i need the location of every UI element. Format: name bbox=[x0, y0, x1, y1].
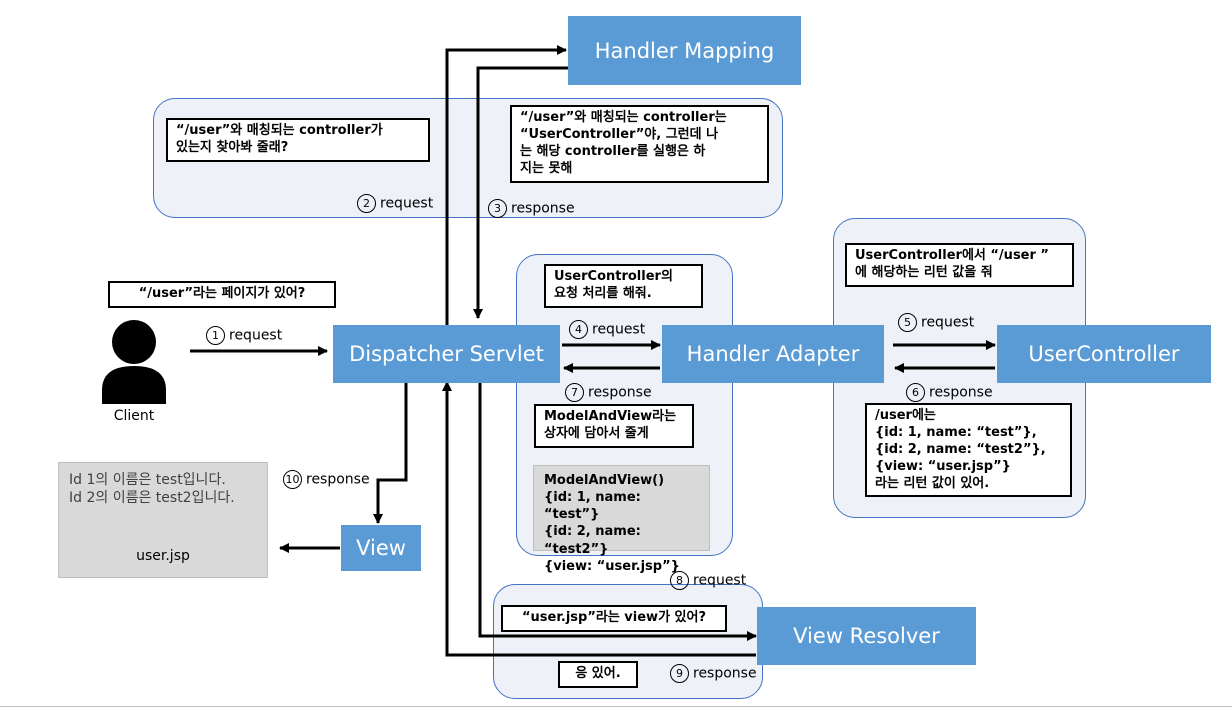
resolver-answer-text: 응 있어. bbox=[575, 666, 621, 681]
step-text: request bbox=[693, 572, 747, 589]
client-label: Client bbox=[113, 408, 155, 424]
step-number: 7 bbox=[565, 383, 584, 402]
mv-line: {id: 2, name: “test2”} bbox=[544, 524, 641, 557]
modelandview-note: ModelAndView라는 상자에 담아서 줄게 bbox=[534, 404, 694, 448]
note-line: 요청 처리를 해줘. bbox=[554, 285, 652, 301]
step-number: 4 bbox=[569, 320, 588, 339]
note-line: 는 해당 controller를 실행은 하 bbox=[520, 143, 706, 159]
note-line: UserController의 bbox=[554, 269, 673, 284]
step-text: request bbox=[380, 195, 434, 212]
view-box: View bbox=[341, 525, 421, 571]
arrow-2-request bbox=[445, 45, 567, 326]
client-question-note: “/user”라는 페이지가 있어? bbox=[108, 281, 336, 308]
note-line: “/user”와 매칭되는 controller는 bbox=[520, 110, 727, 125]
dispatcher-servlet-box: Dispatcher Servlet bbox=[333, 325, 560, 383]
mapping-response-note: “/user”와 매칭되는 controller는 “UserControlle… bbox=[510, 105, 769, 183]
step-text: response bbox=[588, 384, 652, 401]
note-line: {id: 2, name: “test2”}, bbox=[875, 441, 1046, 457]
step-number: 9 bbox=[670, 664, 689, 683]
note-line: 지는 못해 bbox=[520, 160, 573, 176]
resolver-question-note: “user.jsp”라는 view가 있어? bbox=[501, 605, 727, 632]
step-number: 6 bbox=[906, 383, 925, 402]
arrow-8-request bbox=[478, 382, 757, 641]
modelandview-content-box: ModelAndView() {id: 1, name: “test”} {id… bbox=[533, 465, 710, 574]
note-line: {view: “user.jsp”} bbox=[875, 458, 1011, 474]
output-line: Id 2의 이름은 test2입니다. bbox=[69, 490, 235, 507]
step-number: 2 bbox=[357, 194, 376, 213]
mv-line: ModelAndView() bbox=[544, 473, 665, 488]
step-text: request bbox=[229, 327, 283, 344]
step-number: 5 bbox=[898, 313, 917, 332]
step-number: 1 bbox=[206, 326, 225, 345]
resolver-question-text: “user.jsp”라는 view가 있어? bbox=[521, 610, 707, 625]
mv-line: {id: 1, name: “test”} bbox=[544, 490, 641, 523]
note-line: 있는지 찾아봐 줄래? bbox=[176, 139, 289, 155]
step-text: response bbox=[306, 471, 370, 488]
step-text: response bbox=[693, 665, 757, 682]
step-number: 8 bbox=[670, 571, 689, 590]
note-line: {id: 1, name: “test”}, bbox=[875, 424, 1037, 440]
note-line: 라는 리턴 값이 있어. bbox=[875, 475, 990, 491]
note-line: “/user”와 매칭되는 controller가 bbox=[176, 123, 383, 138]
step-text: response bbox=[511, 200, 575, 217]
step-text: request bbox=[921, 314, 975, 331]
jsp-output-box: Id 1의 이름은 test입니다. Id 2의 이름은 test2입니다. u… bbox=[58, 462, 268, 578]
mv-line: {view: “user.jsp”} bbox=[544, 558, 680, 574]
mapping-request-note: “/user”와 매칭되는 controller가 있는지 찾아봐 줄래? bbox=[166, 118, 430, 162]
note-line: 상자에 담아서 줄게 bbox=[544, 425, 649, 441]
step-number: 10 bbox=[283, 470, 302, 489]
arrow-10-response bbox=[373, 382, 408, 524]
step-number: 3 bbox=[488, 199, 507, 218]
handler-mapping-box: Handler Mapping bbox=[568, 16, 801, 85]
note-line: 에 해당하는 리턴 값을 줘 bbox=[855, 264, 993, 280]
arrow-3-response bbox=[473, 66, 568, 319]
output-filename: user.jsp bbox=[136, 548, 190, 564]
step-text: response bbox=[929, 384, 993, 401]
controller-response-note: /user에는 {id: 1, name: “test”}, {id: 2, n… bbox=[865, 403, 1072, 498]
note-line: “UserController”야, 그런데 나 bbox=[520, 126, 719, 142]
resolver-answer-note: 응 있어. bbox=[558, 661, 638, 688]
arrow-9-response bbox=[442, 381, 756, 657]
output-line: Id 1의 이름은 test입니다. bbox=[69, 472, 226, 488]
note-line: UserController에서 “/user ” bbox=[855, 248, 1049, 263]
step-text: request bbox=[592, 321, 646, 338]
view-resolver-box: View Resolver bbox=[757, 607, 976, 665]
adapter-request-note: UserController의 요청 처리를 해줘. bbox=[544, 264, 703, 308]
handler-adapter-box: Handler Adapter bbox=[662, 325, 884, 383]
client-question-text: “/user”라는 페이지가 있어? bbox=[138, 286, 306, 301]
client-person-icon bbox=[102, 320, 166, 404]
note-line: /user에는 bbox=[875, 408, 936, 423]
bottom-divider bbox=[0, 706, 1232, 707]
note-line: ModelAndView라는 bbox=[544, 409, 677, 424]
controller-request-note: UserController에서 “/user ” 에 해당하는 리턴 값을 줘 bbox=[845, 243, 1074, 287]
user-controller-box: UserController bbox=[997, 325, 1211, 383]
